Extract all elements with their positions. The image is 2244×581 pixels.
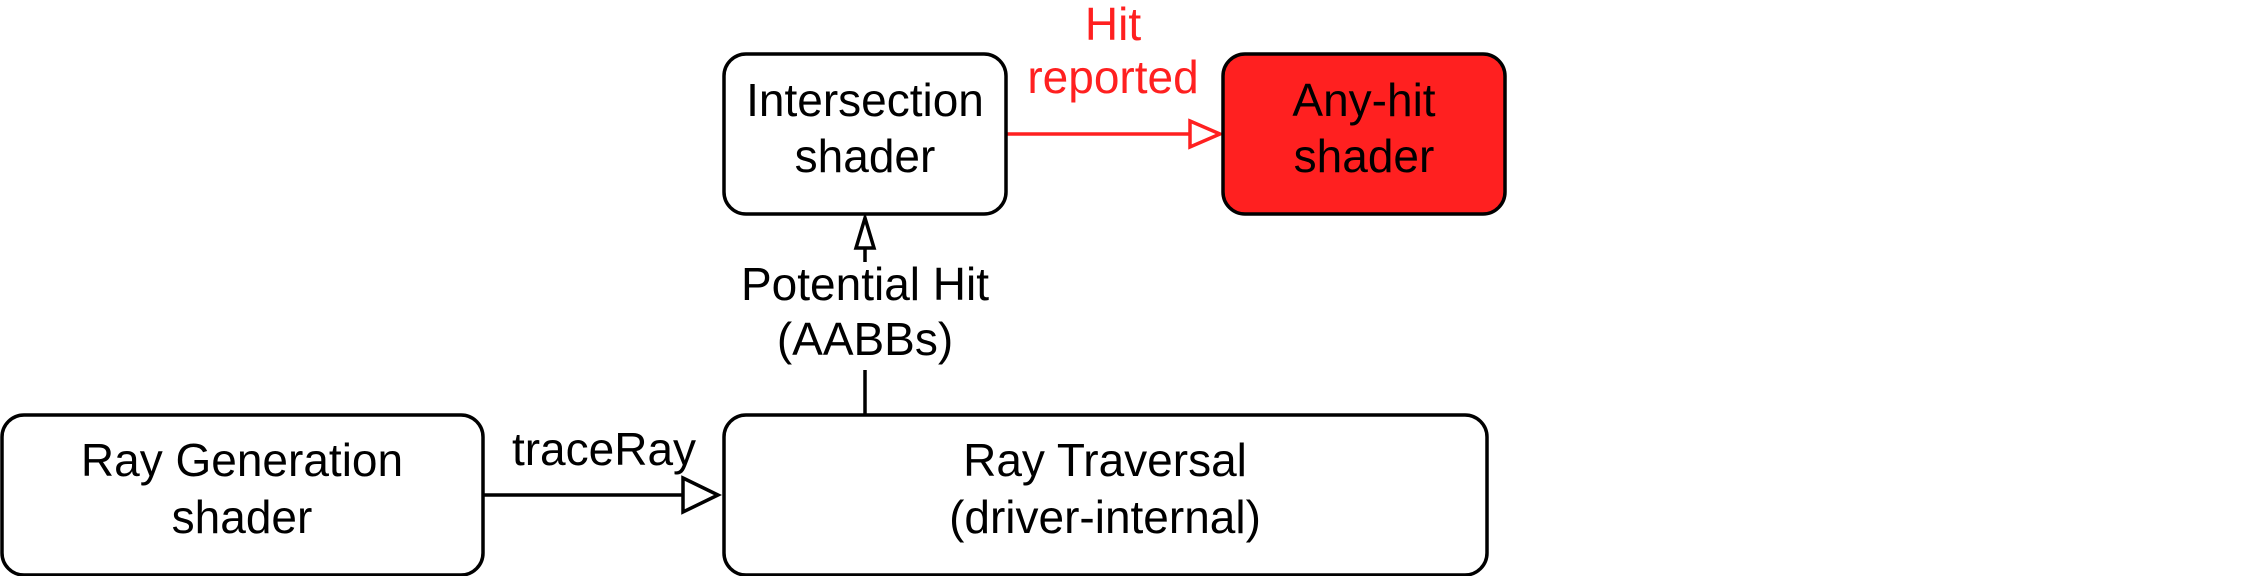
edge-trace-ray-label: traceRay [512,423,696,475]
node-any-hit-shader-box [1221,52,1507,216]
edge-potential-hit-label-line2: (AABBs) [777,313,953,365]
node-ray-traversal-line2: (driver-internal) [949,491,1261,543]
edge-trace-ray: traceRay [483,423,723,515]
edge-hit-reported: Hit reported [1006,0,1225,150]
node-ray-traversal: Ray Traversal (driver-internal) [722,413,1489,577]
node-any-hit-shader: Any-hit shader [1221,52,1507,216]
node-ray-generation-shader-line2: shader [172,491,313,543]
node-intersection-shader-line1: Intersection [746,74,984,126]
edge-potential-hit-label-line1: Potential Hit [741,258,989,310]
node-any-hit-shader-line2: shader [1294,130,1435,182]
node-ray-generation-shader: Ray Generation shader [0,413,485,577]
edge-hit-reported-label-line2: reported [1027,51,1198,103]
node-ray-generation-shader-box [0,413,485,577]
node-intersection-shader-box [722,52,1008,216]
node-ray-traversal-line1: Ray Traversal [963,434,1247,486]
node-any-hit-shader-line1: Any-hit [1292,74,1435,126]
node-ray-traversal-box [722,413,1489,577]
node-intersection-shader: Intersection shader [722,52,1008,216]
edge-hit-reported-arrowhead [1188,118,1225,150]
edge-trace-ray-arrowhead [681,475,723,515]
node-ray-generation-shader-line1: Ray Generation [81,434,403,486]
node-intersection-shader-line2: shader [795,130,936,182]
edge-hit-reported-label-line1: Hit [1085,0,1141,50]
edge-potential-hit-arrowhead [853,211,877,250]
edge-potential-hit: Potential Hit (AABBs) [741,211,989,415]
